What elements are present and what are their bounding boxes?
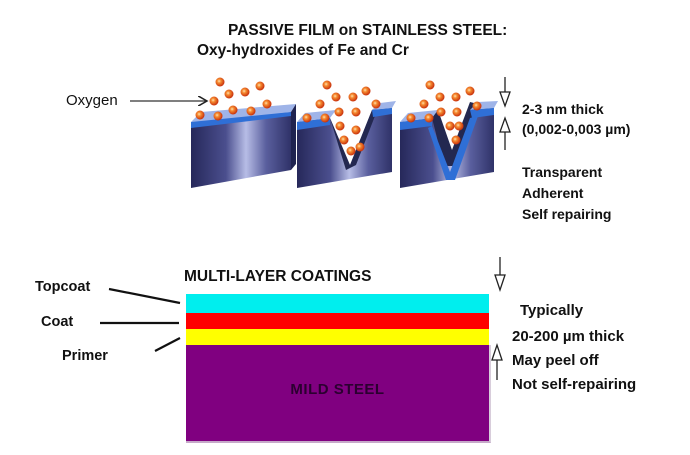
- coating-property-typically: Typically: [520, 302, 584, 319]
- panel-intact-film: [191, 104, 296, 188]
- panel-repaired-film: [400, 101, 498, 188]
- coating-property-not-self-repairing: Not self-repairing: [512, 376, 637, 393]
- coating-property-thickness: 20-200 µm thick: [512, 328, 625, 345]
- primer-label: Primer: [62, 348, 108, 364]
- coat-layer: [186, 313, 489, 329]
- topcoat-label: Topcoat: [35, 279, 91, 295]
- film-thickness-nm: 2-3 nm thick: [522, 101, 604, 117]
- passive-film-subtitle: Oxy-hydroxides of Fe and Cr: [197, 42, 409, 59]
- primer-layer: [186, 329, 489, 345]
- layer-leader-lines: [100, 287, 181, 352]
- coat-label: Coat: [41, 314, 74, 330]
- film-thickness-um: (0,002-0,003 µm): [522, 121, 631, 137]
- film-property-adherent: Adherent: [522, 185, 584, 201]
- oxygen-label: Oxygen: [66, 92, 118, 109]
- mild-steel-substrate: MILD STEEL: [186, 345, 491, 443]
- mild-steel-label: MILD STEEL: [290, 381, 385, 398]
- passive-film-title: PASSIVE FILM on STAINLESS STEEL:: [228, 22, 508, 39]
- panel-scratched-film: [297, 101, 396, 188]
- multilayer-title: MULTI-LAYER COATINGS: [184, 268, 372, 285]
- coating-thickness-arrows: [491, 257, 506, 380]
- coating-property-peel: May peel off: [512, 352, 599, 369]
- passive-thickness-arrows: [499, 77, 511, 150]
- film-property-self-repairing: Self repairing: [522, 206, 612, 222]
- oxygen-molecules: [195, 77, 482, 156]
- topcoat-layer: [186, 294, 489, 313]
- film-property-transparent: Transparent: [522, 164, 603, 180]
